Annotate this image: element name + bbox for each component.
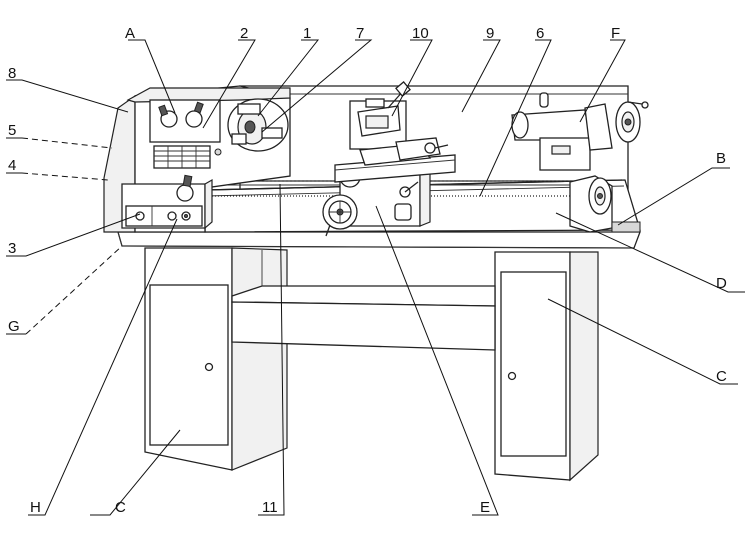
label-H: H: [30, 499, 41, 516]
leadscrew-handwheel[interactable]: [588, 177, 612, 215]
label-4: 4: [8, 157, 16, 174]
label-6: 6: [536, 25, 544, 42]
end-bracket: [569, 175, 641, 233]
feed-lever[interactable]: [399, 186, 411, 198]
label-2: 2: [240, 25, 248, 42]
left-cabinet-door[interactable]: [149, 284, 229, 446]
leader-lines: [6, 39, 745, 516]
tool-post: [349, 81, 449, 166]
label-8: 8: [8, 65, 16, 82]
left-door-knob[interactable]: [204, 362, 214, 372]
label-C-bottom: C: [115, 499, 126, 516]
right-door-knob[interactable]: [507, 371, 517, 381]
speed-selector-knob-2[interactable]: [185, 101, 204, 128]
label-5: 5: [8, 122, 16, 139]
chip-tray: [231, 250, 496, 351]
label-11: 11: [262, 499, 278, 516]
chuck: [227, 98, 289, 152]
label-C-right: C: [716, 368, 727, 385]
label-F: F: [611, 25, 620, 42]
tailstock-handwheel[interactable]: [615, 101, 649, 143]
speed-chart: [153, 145, 211, 169]
label-7: 7: [356, 25, 364, 42]
label-1: 1: [303, 25, 311, 42]
half-nut-lever[interactable]: [394, 203, 412, 221]
right-cabinet: [494, 251, 599, 482]
carriage-handwheel[interactable]: [322, 194, 358, 237]
label-9: 9: [486, 25, 494, 42]
feed-selector-knob[interactable]: [176, 174, 194, 202]
electrical-box: [121, 174, 213, 230]
emergency-stop-button[interactable]: [167, 211, 177, 221]
label-B: B: [716, 150, 726, 167]
right-cabinet-door[interactable]: [500, 271, 567, 457]
left-cabinet: [144, 247, 288, 471]
start-button[interactable]: [181, 211, 191, 221]
carriage: [322, 154, 456, 237]
switch-panel: [125, 205, 203, 227]
stand: [117, 231, 641, 482]
label-G: G: [8, 318, 20, 335]
label-D: D: [716, 275, 727, 292]
label-A: A: [125, 25, 135, 42]
base-table: [117, 231, 641, 249]
label-E: E: [480, 499, 490, 516]
callout-labels: A 2 1 7 10 9 6 F 8 5 4 B 3 D G C H C 11 …: [8, 25, 727, 516]
lathe-body: [103, 81, 649, 237]
speed-selector-knob-1[interactable]: [158, 104, 178, 128]
label-10: 10: [412, 25, 429, 42]
tailstock: [511, 92, 649, 171]
label-3: 3: [8, 240, 16, 257]
